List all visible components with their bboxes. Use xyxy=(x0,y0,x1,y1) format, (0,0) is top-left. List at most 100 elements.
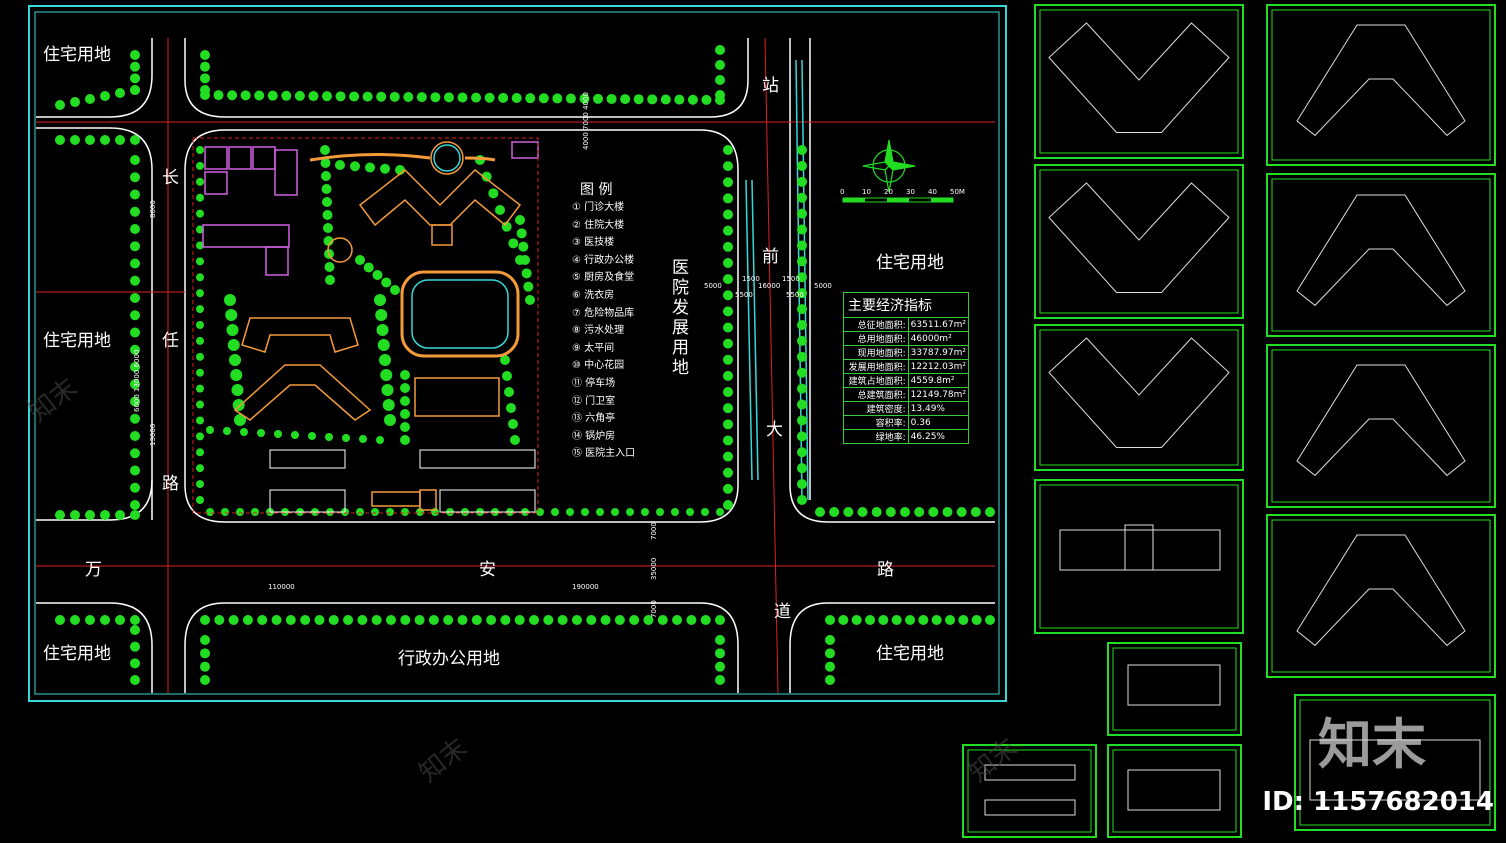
sheet-frame xyxy=(1309,739,1481,801)
tree-icon xyxy=(516,228,527,239)
tree-icon xyxy=(221,508,229,516)
road-label-zhanqian-2: 前 xyxy=(762,247,779,267)
sheet-frame xyxy=(984,799,1076,816)
tree-icon xyxy=(325,275,335,285)
legend-item: ⑩ 中心花园 xyxy=(572,360,625,372)
zone-label-residential-w: 住宅用地 xyxy=(43,331,111,351)
north-arrow-icon xyxy=(862,139,916,193)
tree-icon xyxy=(196,384,204,393)
tree-icon xyxy=(382,399,395,411)
economic-indicator-row: 现用地面积:33787.97m² xyxy=(843,345,970,360)
economic-indicator-row: 发展用地面积:12212.03m² xyxy=(843,359,970,374)
tree-icon xyxy=(715,635,725,645)
tree-icon xyxy=(838,615,849,625)
sheet-frame xyxy=(1271,349,1491,503)
sheet-frame xyxy=(1107,744,1242,838)
tree-icon xyxy=(323,223,333,233)
tree-icon xyxy=(606,93,617,104)
tree-icon xyxy=(518,241,529,252)
scale-tick-label: 50M xyxy=(950,188,965,196)
tree-icon xyxy=(196,448,204,457)
tree-icon xyxy=(257,429,265,437)
tree-icon xyxy=(357,615,368,625)
indicator-label: 总建筑面积: xyxy=(843,387,909,402)
tree-icon xyxy=(380,163,390,174)
tree-icon xyxy=(825,675,835,685)
tree-icon xyxy=(200,648,210,659)
tree-icon xyxy=(85,615,95,625)
scale-tick-label: 10 xyxy=(862,188,871,196)
tree-icon xyxy=(224,294,236,306)
tree-icon xyxy=(130,135,140,145)
tree-icon xyxy=(206,426,214,434)
tree-icon xyxy=(715,675,725,685)
tree-icon xyxy=(626,508,634,516)
tree-icon xyxy=(85,94,95,104)
legend-item: ⑧ 污水处理 xyxy=(572,325,625,337)
tree-icon xyxy=(514,615,525,625)
sheet-frame xyxy=(1127,664,1221,706)
tree-icon xyxy=(715,661,725,672)
tree-icon xyxy=(229,354,241,366)
tree-icon xyxy=(196,161,204,170)
tree-icon xyxy=(571,615,582,625)
tree-icon xyxy=(878,615,889,625)
tree-icon xyxy=(323,236,334,246)
tree-icon xyxy=(672,615,683,625)
tree-icon xyxy=(797,224,807,235)
tree-icon xyxy=(196,241,204,250)
tree-icon xyxy=(196,177,204,186)
zone-label-residential-sw: 住宅用地 xyxy=(43,644,111,664)
floor-plan-shape xyxy=(1048,337,1230,448)
legend-item: ⑦ 危险物品库 xyxy=(572,307,635,319)
tree-icon xyxy=(430,92,441,103)
sheet-frame xyxy=(1034,324,1244,471)
tree-icon xyxy=(254,90,265,101)
indicator-label: 建筑占地面积: xyxy=(843,373,909,388)
tree-icon xyxy=(565,93,576,104)
tree-icon xyxy=(647,94,658,105)
tree-icon xyxy=(629,615,640,625)
sheet-frame xyxy=(1299,699,1491,826)
tree-icon xyxy=(400,422,410,432)
tree-icon xyxy=(428,615,439,625)
tree-icon xyxy=(100,615,110,625)
tree-icon xyxy=(715,60,725,70)
tree-icon xyxy=(657,615,668,625)
tree-icon xyxy=(356,508,364,516)
tree-icon xyxy=(620,94,631,105)
tree-icon xyxy=(557,615,568,625)
tree-icon xyxy=(251,508,259,516)
tree-icon xyxy=(403,91,414,102)
tree-icon xyxy=(443,615,454,625)
tree-icon xyxy=(797,367,807,378)
tree-icon xyxy=(365,162,375,173)
tree-icon xyxy=(231,384,244,396)
sheet-frame xyxy=(1271,9,1491,161)
dim-5000-right: 5000 xyxy=(814,282,832,290)
economic-indicator-row: 总用地面积:46000m² xyxy=(843,331,970,346)
tree-icon xyxy=(324,262,335,272)
tree-icon xyxy=(130,413,140,424)
road-label-zhanqian-3: 大 xyxy=(766,420,783,440)
tree-icon xyxy=(797,160,807,171)
tree-icon xyxy=(196,225,204,234)
tree-icon xyxy=(225,309,238,321)
tree-icon xyxy=(196,336,204,345)
sheet-frame xyxy=(962,744,1097,838)
tree-icon xyxy=(723,419,733,430)
dim-4000-7000-4000: 4000 7000 4000 xyxy=(582,92,590,150)
tree-icon xyxy=(471,615,482,625)
tree-icon xyxy=(431,508,439,516)
tree-icon xyxy=(228,615,239,625)
tree-icon xyxy=(130,50,140,60)
tree-icon xyxy=(196,432,204,441)
tree-icon xyxy=(985,615,995,625)
tree-icon xyxy=(723,387,733,398)
tree-icon xyxy=(400,396,410,406)
tree-icon xyxy=(321,171,331,181)
floor-plan-shape xyxy=(1048,182,1230,293)
tree-icon xyxy=(825,661,835,672)
sheet-frame xyxy=(1039,329,1239,466)
